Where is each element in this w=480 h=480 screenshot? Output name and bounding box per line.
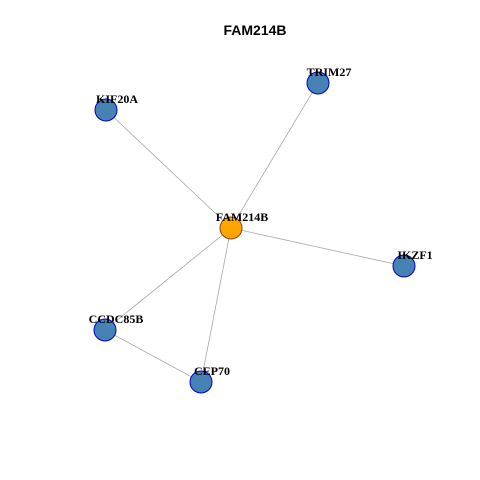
node-label-cep70: CEP70: [194, 364, 230, 378]
node-circle-ccdc85b: [93, 318, 117, 342]
node-circle-ikzf1: [392, 254, 416, 278]
node-circle-fam214b: [219, 216, 243, 240]
node-fam214b: FAM214B: [216, 210, 268, 240]
edge-ccdc85b-cep70: [104, 329, 202, 383]
node-circle-cep70: [189, 370, 213, 394]
node-ccdc85b: CCDC85B: [89, 312, 144, 342]
edge-fam214b-ccdc85b: [104, 227, 232, 331]
node-label-fam214b: FAM214B: [216, 210, 268, 224]
node-kif20a: KIF20A: [94, 92, 138, 122]
node-label-kif20a: KIF20A: [96, 92, 138, 106]
node-ikzf1: IKZF1: [392, 248, 433, 278]
node-label-ikzf1: IKZF1: [397, 248, 432, 262]
edges-layer: [104, 82, 405, 383]
edge-fam214b-cep70: [200, 227, 232, 383]
node-circle-kif20a: [94, 98, 118, 122]
node-circle-trim27: [306, 71, 330, 95]
edge-fam214b-kif20a: [105, 109, 232, 229]
node-cep70: CEP70: [189, 364, 230, 394]
graph-title: FAM214B: [223, 22, 286, 38]
node-label-trim27: TRIM27: [307, 65, 352, 79]
node-trim27: TRIM27: [306, 65, 352, 95]
edge-fam214b-ikzf1: [230, 227, 405, 267]
edge-fam214b-trim27: [230, 82, 319, 229]
node-label-ccdc85b: CCDC85B: [89, 312, 144, 326]
